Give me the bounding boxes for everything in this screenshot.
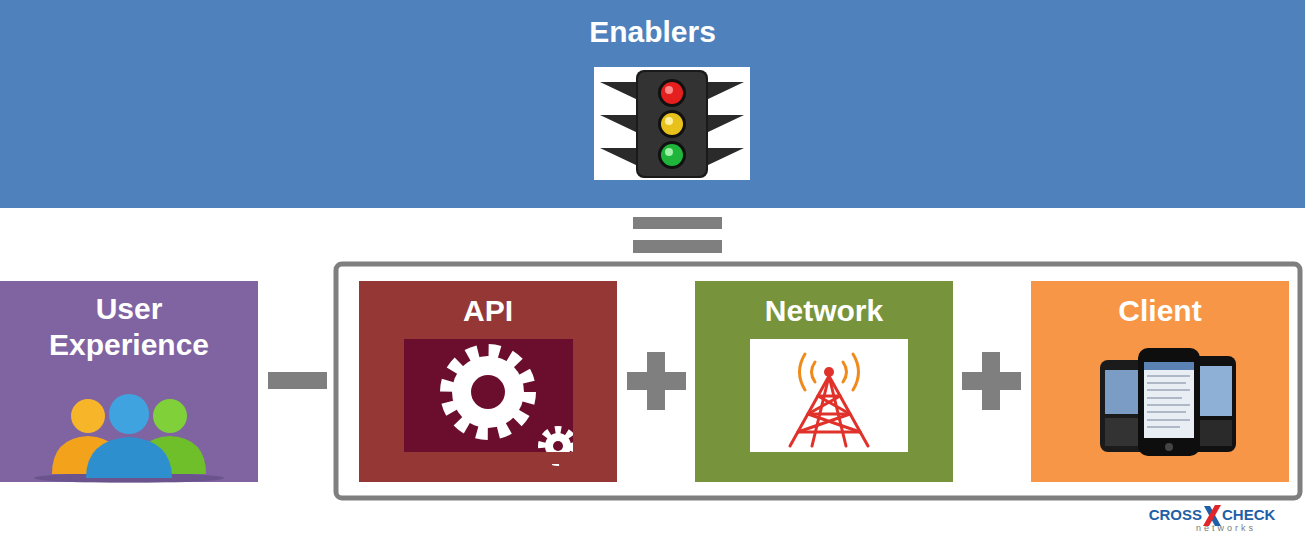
client-box: Client bbox=[1031, 281, 1289, 482]
logo-word: CROSS bbox=[1149, 507, 1202, 524]
equals-sign bbox=[633, 217, 722, 253]
enablers-band bbox=[0, 0, 1305, 208]
box-title: Enablers bbox=[353, 14, 953, 50]
group-frame bbox=[336, 264, 1300, 498]
api-fill bbox=[359, 281, 617, 482]
api-box: API bbox=[359, 281, 617, 482]
box-title: User Experience bbox=[29, 291, 229, 363]
smartphones-icon bbox=[1100, 348, 1236, 456]
network-fill bbox=[695, 281, 953, 482]
network-box: Network bbox=[695, 281, 953, 482]
plus-sign bbox=[627, 352, 686, 410]
box-title: API bbox=[373, 293, 603, 329]
gear-icon bbox=[404, 339, 587, 464]
logo-subtitle: networks bbox=[1196, 524, 1256, 534]
plus-sign bbox=[962, 352, 1021, 410]
user-experience-box: User Experience bbox=[0, 281, 258, 482]
antenna-tower-icon bbox=[750, 339, 908, 452]
box-title: Client bbox=[1045, 293, 1275, 329]
box-title: Network bbox=[709, 293, 939, 329]
logo-word: CHECK bbox=[1222, 507, 1275, 524]
logo-x-mark bbox=[1203, 505, 1221, 526]
people-icon bbox=[34, 394, 224, 483]
user-experience-fill bbox=[0, 281, 258, 482]
traffic-light-icon bbox=[594, 67, 750, 180]
client-fill bbox=[1031, 281, 1289, 482]
enablers-band: Enablers bbox=[0, 0, 1305, 208]
minus-sign bbox=[268, 372, 327, 389]
